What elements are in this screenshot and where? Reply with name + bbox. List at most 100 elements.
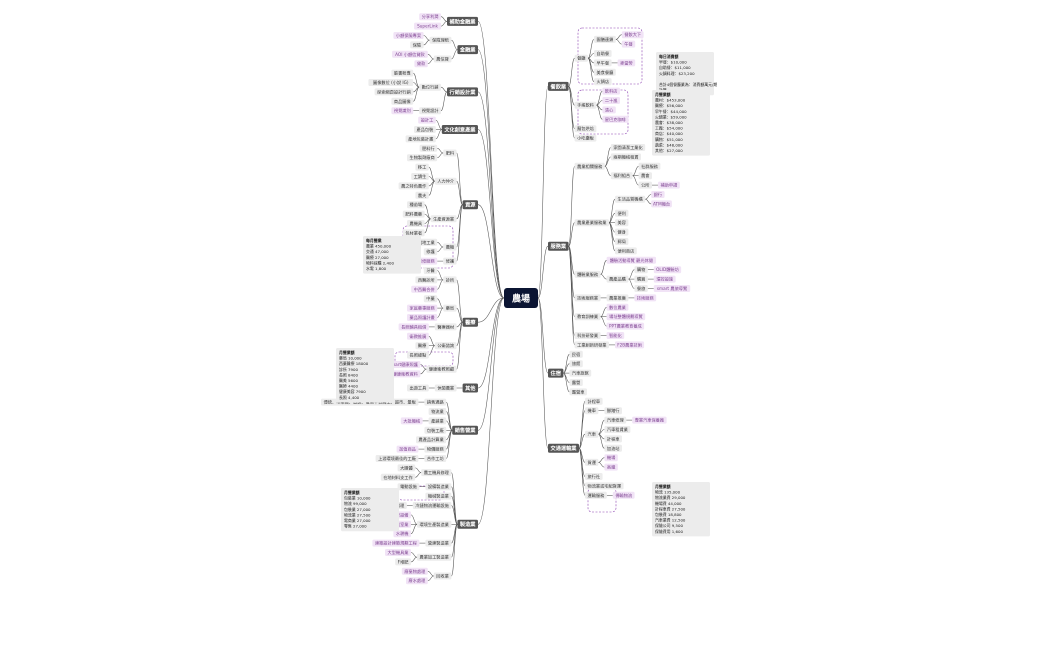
leaf-node-n-142[interactable]: 教育訓練業	[574, 313, 601, 320]
leaf-node-n-122[interactable]: 生活品質機構	[615, 195, 646, 203]
branch-node-n-112[interactable]: 服務業	[548, 241, 569, 251]
leaf-node-n-4[interactable]: 保險理賠	[429, 36, 452, 44]
leaf-node-n-102[interactable]: 麥當勞	[617, 59, 636, 66]
leaf-node-n-9[interactable]: 貸款	[414, 60, 428, 67]
leaf-node-n-80[interactable]: 機械製造業	[425, 492, 452, 500]
leaf-node-n-1[interactable]: 分享利潤	[419, 13, 441, 20]
leaf-node-n-160[interactable]: 汽車	[585, 430, 599, 438]
leaf-node-n-47[interactable]: 中藥	[423, 295, 438, 302]
leaf-node-n-172[interactable]: 傳輸物流	[612, 491, 635, 499]
leaf-node-n-130[interactable]: 體驗業服務	[574, 270, 601, 278]
leaf-node-n-63[interactable]: 銷售通路	[424, 398, 447, 406]
leaf-node-n-28[interactable]: 工讀生	[411, 173, 429, 180]
branch-node-n-41[interactable]: 醫療	[462, 317, 478, 327]
leaf-node-n-125[interactable]: 便利	[615, 209, 629, 217]
leaf-node-n-21[interactable]: 產地包裝計畫	[405, 135, 436, 142]
leaf-node-n-73[interactable]: 上游環境最佳的工廠	[375, 455, 419, 462]
leaf-node-n-117[interactable]: 社群服務	[638, 162, 661, 170]
leaf-node-n-105[interactable]: 手搖飲料	[574, 101, 597, 109]
leaf-node-n-167[interactable]: 機場	[604, 454, 618, 461]
leaf-node-n-26[interactable]: 人力仲介	[434, 177, 457, 185]
branch-node-n-156[interactable]: 交通運輸業	[548, 443, 579, 453]
leaf-node-n-110[interactable]: 麵包烘焙	[574, 125, 597, 132]
leaf-node-n-155[interactable]: 露營車	[569, 388, 587, 395]
leaf-node-smart-57[interactable]: smart健康照護	[386, 361, 421, 368]
branch-node-n-18[interactable]: 文化創意產業	[441, 125, 478, 134]
leaf-node-n-171[interactable]: 運輸服務	[585, 491, 607, 499]
leaf-node-n-161[interactable]: 汽車修理	[604, 416, 627, 424]
leaf-node-n-129[interactable]: 便利商店	[615, 247, 637, 254]
branch-node-n-22[interactable]: 資源	[462, 200, 478, 210]
leaf-node-n-111[interactable]: 小吃攤販	[574, 134, 597, 142]
leaf-node-n-97[interactable]: 團膳連鎖	[594, 35, 616, 43]
leaf-node-n-35[interactable]: 包材業者	[402, 229, 425, 236]
leaf-node-n-168[interactable]: 高鐵	[604, 463, 618, 471]
leaf-node-n-27[interactable]: 移工	[415, 163, 429, 171]
leaf-node-n-43[interactable]: 牙醫	[423, 267, 438, 274]
leaf-node-n-70[interactable]: 物價服務	[424, 445, 447, 453]
leaf-node-n-116[interactable]: 福利組合	[610, 172, 633, 179]
leaf-node-n-76[interactable]: 大團體	[397, 464, 416, 471]
leaf-node-n-42[interactable]: 診所	[443, 276, 457, 283]
leaf-node-n-50[interactable]: 醫療器材	[434, 323, 457, 330]
leaf-node-n-55[interactable]: 長照據點	[407, 351, 429, 359]
leaf-node-n-65[interactable]: 物流業	[428, 408, 447, 415]
leaf-node-n-141[interactable]: 技術服務	[634, 294, 657, 301]
leaf-node-n-32[interactable]: 種苗場	[407, 201, 425, 208]
leaf-node-n-139[interactable]: 技術服務業	[574, 294, 601, 301]
leaf-node-n-147[interactable]: 智能化	[606, 332, 625, 339]
leaf-node-n-166[interactable]: 貨運	[585, 458, 599, 466]
leaf-node-n-108[interactable]: 清心	[602, 106, 616, 113]
branch-node-n-74[interactable]: 製造業	[457, 519, 478, 529]
leaf-node-n-106[interactable]: 飲料店	[602, 87, 620, 95]
branch-node-n-3[interactable]: 金融業	[457, 45, 478, 55]
leaf-node-n-78[interactable]: 設備製造業	[425, 483, 452, 490]
leaf-node-n-137[interactable]: 餐旅	[634, 285, 648, 292]
leaf-node-n-44[interactable]: 西醫診所	[415, 276, 438, 283]
leaf-node-n-170[interactable]: 物流業或宅配貨運	[585, 482, 624, 489]
leaf-node-n-81[interactable]: 冷鏈物流運輸設施	[412, 502, 452, 509]
leaf-node-n-159[interactable]: 腳踏行	[604, 407, 622, 414]
leaf-node-n-118[interactable]: 農會	[638, 172, 652, 179]
leaf-node-n-120[interactable]: 補助申請	[658, 181, 680, 189]
branch-node-n-59[interactable]: 其他	[462, 383, 478, 393]
leaf-node-n-61[interactable]: 出遊工具	[407, 384, 429, 392]
leaf-node-n-114[interactable]: 家園清潔工業化	[610, 144, 646, 151]
leaf-node-f-91[interactable]: F堆肥	[395, 558, 411, 565]
leaf-node-n-5[interactable]: 小額保險專案	[393, 32, 424, 39]
leaf-node-n-132[interactable]: 農產品購	[606, 275, 629, 283]
leaf-node-n-79[interactable]: 電動設施	[397, 483, 420, 490]
leaf-node-n-131[interactable]: 體驗活動導覽 觀光休閒	[606, 256, 657, 264]
leaf-node-n-162[interactable]: 專業汽車保養廠	[632, 416, 667, 424]
leaf-node-n-39[interactable]: 修護	[443, 257, 457, 265]
leaf-node-n-135[interactable]: 購買	[634, 275, 648, 283]
leaf-node-n-58[interactable]: 健康衛教資料	[390, 370, 421, 377]
leaf-node-aoi-8[interactable]: AOI 小額信貸款	[392, 50, 428, 58]
leaf-node-n-23[interactable]: 肥料	[443, 149, 457, 157]
leaf-node-n-51[interactable]: 長照輔具租借	[398, 323, 429, 330]
leaf-node-n-152[interactable]: 旅館	[569, 360, 583, 367]
leaf-node-n-31[interactable]: 生產資源業	[430, 215, 457, 222]
leaf-node-n-93[interactable]: 廢棄物處理	[401, 567, 428, 575]
branch-node-n-62[interactable]: 銷售營業	[452, 425, 478, 435]
leaf-node-n-6[interactable]: 保險	[410, 41, 424, 48]
leaf-node-n-68[interactable]: 包裝工廠	[424, 426, 447, 434]
leaf-node-n-45[interactable]: 中西醫合併	[411, 285, 438, 293]
leaf-node-n-146[interactable]: 科技研發業	[574, 332, 601, 339]
leaf-node-n-46[interactable]: 藥局	[443, 304, 457, 312]
branch-node-n-10[interactable]: 行銷設計業	[447, 87, 478, 97]
leaf-node-n-157[interactable]: 計程車	[585, 397, 603, 405]
leaf-node-smart-138[interactable]: smart 農旅導覽	[653, 285, 691, 292]
leaf-node-n-143[interactable]: 數位農業	[606, 303, 629, 311]
leaf-node-n-133[interactable]: 購物	[634, 266, 648, 273]
leaf-node-n-113[interactable]: 農業相關服務	[574, 162, 605, 170]
leaf-node-n-53[interactable]: 衛教推廣	[407, 332, 429, 340]
branch-node-n-95[interactable]: 餐飲業	[548, 81, 569, 91]
leaf-node-ppt-145[interactable]: PPT農業教育養成	[606, 322, 645, 330]
leaf-node-n-98[interactable]: 餐飲大下	[621, 31, 644, 38]
leaf-node-n-52[interactable]: 公衛諮詢	[434, 342, 457, 349]
leaf-node-n-87[interactable]: 營建製造業	[425, 539, 452, 547]
leaf-node-olid-134[interactable]: OLID體驗坊	[653, 266, 682, 273]
leaf-node-n-148[interactable]: 工業創新研發業	[574, 341, 609, 348]
leaf-node-n-123[interactable]: 銀行	[651, 191, 665, 198]
